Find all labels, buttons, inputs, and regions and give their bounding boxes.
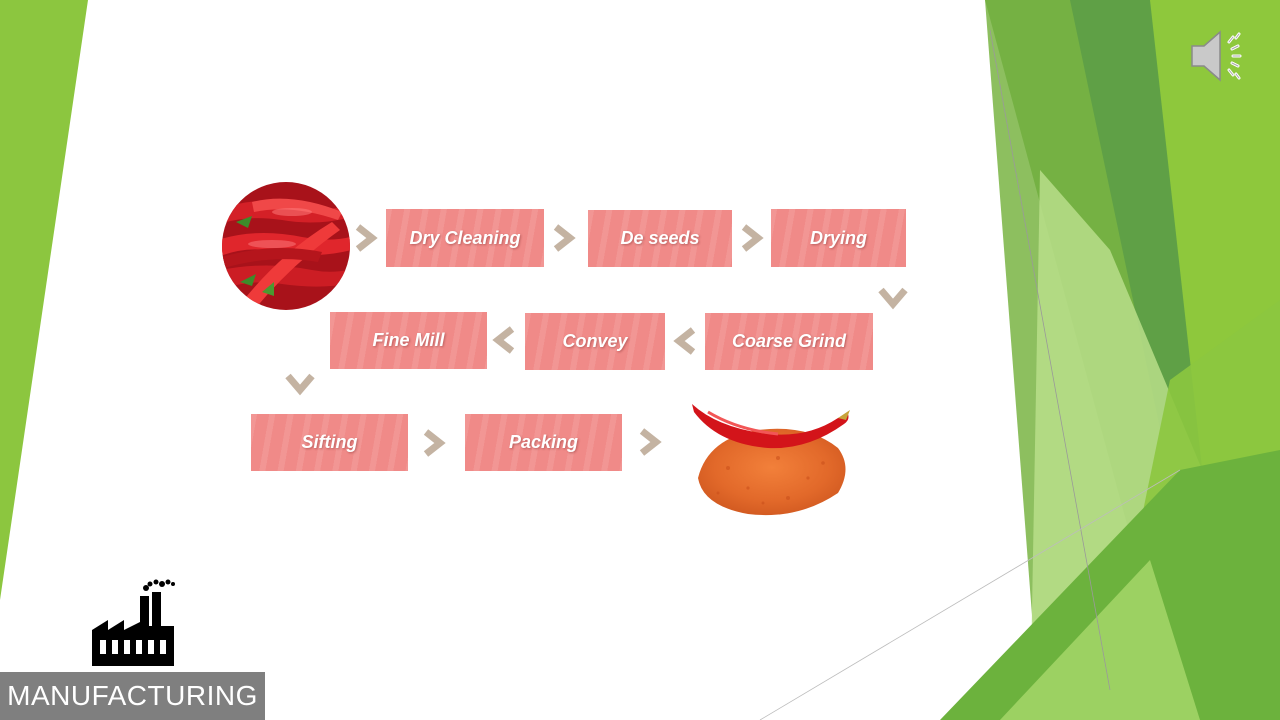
- step-label: De seeds: [620, 228, 700, 248]
- step-de-seeds: De seeds: [588, 210, 732, 267]
- arrow-left-1: [490, 326, 518, 354]
- thin-line-1: [989, 29, 1111, 691]
- arrow-right-2: [550, 224, 578, 252]
- arrow-right-5: [636, 428, 664, 456]
- speaker-icon[interactable]: [1186, 24, 1252, 88]
- step-drying: Drying: [771, 209, 906, 267]
- step-label: Coarse Grind: [731, 331, 847, 351]
- step-convey: Convey: [525, 313, 665, 370]
- arrow-down-2: [285, 370, 315, 398]
- arrow-right-1: [352, 224, 380, 252]
- step-fine-mill: Fine Mill: [330, 312, 487, 369]
- manufacturing-label: MANUFACTURING: [0, 672, 265, 720]
- step-label: Sifting: [301, 432, 358, 452]
- step-label: Packing: [508, 432, 579, 452]
- step-label: Convey: [562, 331, 628, 351]
- factory-icon: [88, 578, 178, 670]
- bottom-green-wedge: [940, 450, 1280, 720]
- arrow-right-3: [738, 224, 766, 252]
- step-label: Drying: [809, 227, 867, 248]
- step-coarse-grind: Coarse Grind: [705, 313, 873, 370]
- step-packing: Packing: [465, 414, 622, 471]
- manufacturing-text: MANUFACTURING: [7, 680, 258, 711]
- chili-powder-photo: [688, 398, 854, 518]
- thin-line-2: [759, 469, 1181, 720]
- step-label: Fine Mill: [372, 330, 445, 350]
- bottom-light-wedge: [1000, 560, 1200, 720]
- arrow-right-4: [420, 429, 448, 457]
- chili-peppers-photo: [222, 182, 350, 310]
- left-green-strip: [0, 0, 88, 600]
- step-dry-cleaning: Dry Cleaning: [386, 209, 544, 267]
- arrow-down-1: [878, 284, 908, 312]
- step-label: Dry Cleaning: [409, 227, 521, 248]
- step-sifting: Sifting: [251, 414, 408, 471]
- arrow-left-2: [671, 327, 699, 355]
